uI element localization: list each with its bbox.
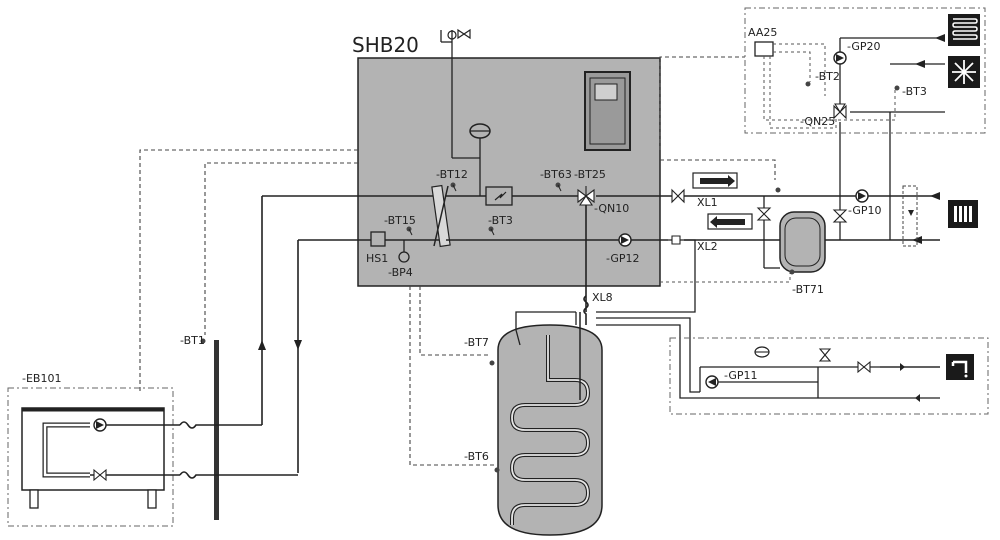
unit-title: SHB20 [352, 33, 419, 57]
label-xl2: XL2 [697, 240, 718, 253]
xl2-box [707, 213, 753, 230]
check-valve-hw [857, 360, 871, 374]
radiator-icon-box [948, 200, 978, 228]
label-bt3-outer: -BT3 [902, 85, 927, 98]
heat-exchanger [431, 184, 451, 248]
label-gp10: -GP10 [848, 204, 882, 217]
label-bp4: -BP4 [388, 266, 413, 279]
sensor-bt7 [489, 360, 495, 366]
flow-arrow-down [294, 340, 302, 350]
radiator-bypass [902, 185, 918, 247]
sensor-bt71 [789, 269, 795, 275]
sensor-bt3-outer [894, 85, 900, 91]
label-bt7: -BT7 [464, 336, 489, 349]
eb101-boundary [7, 387, 174, 527]
label-bt12: -BT12 [436, 168, 468, 181]
label-eb101: -EB101 [22, 372, 61, 385]
shuttle-valve-qn10 [577, 186, 595, 206]
label-gp11: -GP11 [724, 369, 758, 382]
sensor-bt6 [494, 467, 500, 473]
label-bt1: -BT1 [180, 334, 205, 347]
hw-valve [818, 348, 832, 362]
label-bt2: -BT2 [815, 70, 840, 83]
xl1-box [692, 172, 738, 189]
eb101-unit [21, 407, 180, 509]
bp4-gauge [398, 251, 410, 263]
tap-icon-box [946, 354, 974, 380]
hs1-box [370, 231, 386, 247]
sensor-bt2 [805, 81, 811, 87]
control-display [584, 71, 631, 151]
label-gp20: -GP20 [847, 40, 881, 53]
label-aa25: AA25 [748, 26, 777, 39]
buffer-tank [779, 211, 826, 273]
check-valve-xl1 [671, 188, 685, 204]
label-bt15: -BT15 [384, 214, 416, 227]
label-bt3-inner: -BT3 [488, 214, 513, 227]
gp20-pump [833, 51, 847, 65]
hot-water-boundary [669, 337, 989, 415]
sensor-supply [775, 187, 781, 193]
label-bt6: -BT6 [464, 450, 489, 463]
label-qn10: -QN10 [594, 202, 629, 215]
mixing-valve [754, 346, 770, 358]
electric-heater [485, 186, 513, 206]
valve-buffer [756, 207, 772, 221]
underfloor-icon-box [948, 14, 980, 46]
gp11-pump [705, 375, 719, 389]
label-bt25: -BT25 [574, 168, 606, 181]
outside-wall [214, 340, 219, 520]
valve-return [832, 209, 848, 223]
flow-arrow-up [258, 340, 266, 350]
label-xl8: XL8 [592, 291, 613, 304]
label-bt63: -BT63 [540, 168, 572, 181]
hot-water-tank [497, 312, 603, 536]
safety-valve [440, 28, 471, 58]
label-qn25: -QN25 [800, 115, 835, 128]
aa25-box [754, 41, 774, 57]
label-hs1: HS1 [366, 252, 388, 265]
label-xl1: XL1 [697, 196, 718, 209]
label-bt71: -BT71 [792, 283, 824, 296]
gp12-pump [618, 233, 632, 247]
qn25-valve [833, 103, 847, 120]
snowflake-icon-box [948, 56, 980, 88]
sensor-bt1 [200, 338, 206, 344]
label-gp12: -GP12 [606, 252, 640, 265]
cooling-boundary [744, 7, 986, 134]
gp10-pump [855, 189, 869, 203]
